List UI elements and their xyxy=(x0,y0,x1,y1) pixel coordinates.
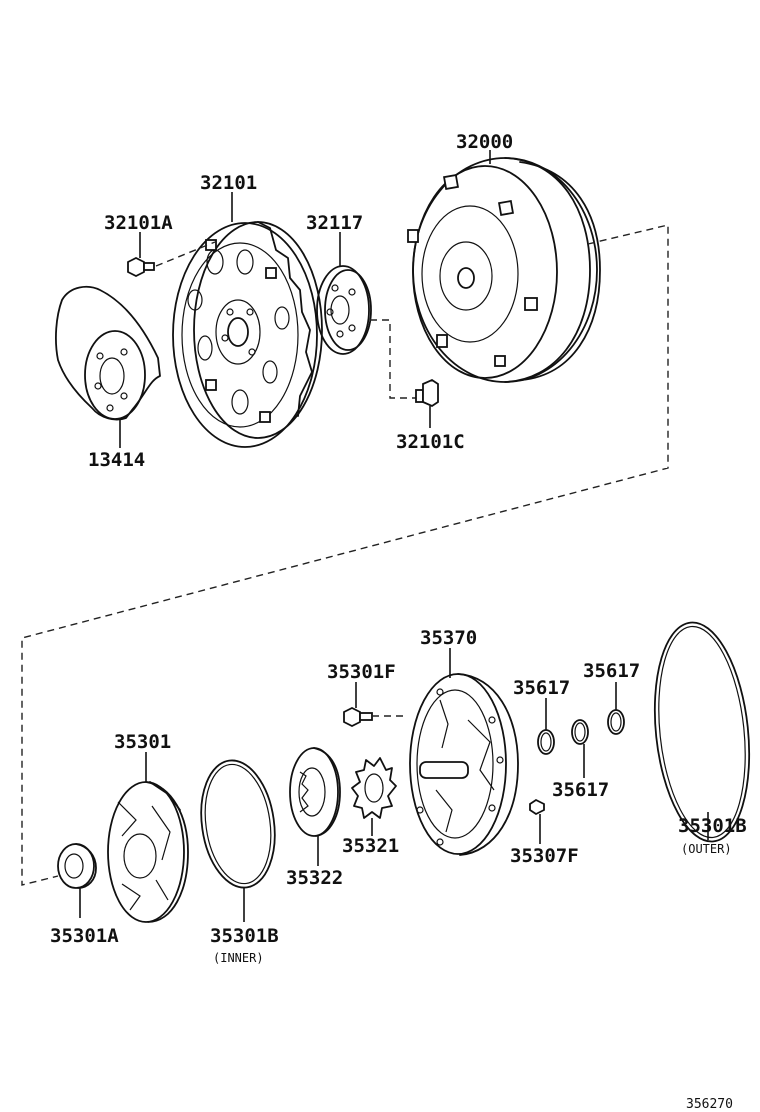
label-35370: 35370 xyxy=(420,627,477,649)
label-32101: 32101 xyxy=(200,172,257,194)
bolt-32101C[interactable] xyxy=(415,378,439,408)
label-32000: 32000 xyxy=(456,131,513,153)
spacer-plate-13414[interactable] xyxy=(55,285,161,421)
label-35321: 35321 xyxy=(342,835,399,857)
torque-converter-32000[interactable] xyxy=(407,157,601,383)
label-13414: 13414 xyxy=(88,449,145,471)
label-35322: 35322 xyxy=(286,867,343,889)
label-32101A: 32101A xyxy=(104,212,173,234)
label-35301A: 35301A xyxy=(50,925,119,947)
o-ring-35301B-outer[interactable] xyxy=(645,618,759,846)
label-35307F: 35307F xyxy=(510,845,579,867)
seal-ring-35617-c[interactable] xyxy=(607,709,625,735)
driven-gear-35322[interactable] xyxy=(289,747,341,837)
drive-plate-32101[interactable] xyxy=(172,221,323,448)
label-35617-b: 35617 xyxy=(552,779,609,801)
label-35301F: 35301F xyxy=(327,661,396,683)
label-32101C: 32101C xyxy=(396,431,465,453)
label-35301: 35301 xyxy=(114,731,171,753)
diagram-reference-number: 356270 xyxy=(686,1097,733,1112)
seal-ring-35617-a[interactable] xyxy=(537,729,555,755)
drive-gear-35321[interactable] xyxy=(351,757,397,819)
o-ring-35301B-inner[interactable] xyxy=(193,756,282,893)
label-35301B-inner: 35301B xyxy=(210,925,279,947)
label-32117: 32117 xyxy=(306,212,363,234)
label-35617-c: 35617 xyxy=(583,660,640,682)
pump-stator-35301[interactable] xyxy=(107,781,189,923)
note-outer: (OUTER) xyxy=(681,842,732,856)
bolt-35301F[interactable] xyxy=(343,706,373,728)
label-35301B-outer: 35301B xyxy=(678,815,747,837)
spacer-32117[interactable] xyxy=(316,265,372,355)
seal-ring-35617-b[interactable] xyxy=(571,719,589,745)
oil-seal-35301A[interactable] xyxy=(57,843,97,889)
note-inner: (INNER) xyxy=(213,951,264,965)
bolt-32101A[interactable] xyxy=(127,256,155,278)
bolt-35307F[interactable] xyxy=(529,798,545,816)
label-35617-a: 35617 xyxy=(513,677,570,699)
pump-body-35370[interactable] xyxy=(409,673,519,856)
